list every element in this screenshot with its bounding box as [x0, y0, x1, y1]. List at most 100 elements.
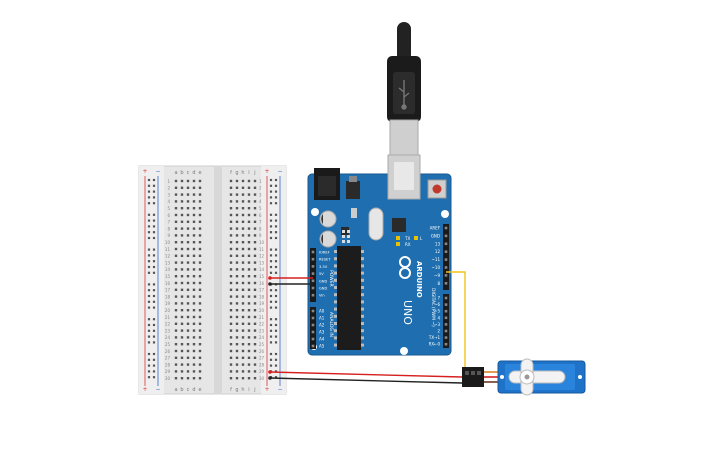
- rail-hole[interactable]: [274, 329, 278, 332]
- breadboard-hole[interactable]: [192, 193, 196, 196]
- rail-hole[interactable]: [152, 260, 156, 263]
- rail-hole[interactable]: [147, 184, 151, 187]
- rail-hole[interactable]: [152, 213, 156, 216]
- header-pin[interactable]: [311, 265, 315, 268]
- breadboard-hole[interactable]: [198, 268, 202, 271]
- breadboard-hole[interactable]: [235, 275, 239, 278]
- rail-hole[interactable]: [152, 341, 156, 344]
- rail-hole[interactable]: [147, 323, 151, 327]
- breadboard-hole[interactable]: [235, 363, 239, 366]
- breadboard-hole[interactable]: [174, 207, 178, 210]
- breadboard-hole[interactable]: [174, 288, 178, 291]
- breadboard-hole[interactable]: [235, 207, 239, 210]
- breadboard-hole[interactable]: [229, 281, 233, 285]
- breadboard-hole[interactable]: [241, 309, 245, 312]
- breadboard-hole[interactable]: [174, 254, 178, 257]
- breadboard-hole[interactable]: [241, 207, 245, 210]
- breadboard-hole[interactable]: [241, 322, 245, 325]
- rail-hole[interactable]: [269, 300, 273, 303]
- rail-hole[interactable]: [269, 335, 273, 338]
- header-pin[interactable]: [311, 309, 315, 313]
- breadboard-hole[interactable]: [229, 186, 233, 189]
- breadboard-hole[interactable]: [192, 207, 196, 210]
- breadboard-hole[interactable]: [192, 363, 196, 366]
- rail-hole[interactable]: [269, 358, 273, 361]
- rail-hole[interactable]: [147, 329, 151, 332]
- breadboard-hole[interactable]: [192, 254, 196, 257]
- breadboard-hole[interactable]: [253, 363, 257, 366]
- breadboard-hole[interactable]: [241, 363, 245, 366]
- header-pin[interactable]: [311, 250, 315, 254]
- breadboard-hole[interactable]: [241, 268, 245, 271]
- breadboard-hole[interactable]: [229, 309, 233, 312]
- breadboard-hole[interactable]: [247, 315, 251, 319]
- rail-hole[interactable]: [269, 225, 273, 228]
- breadboard-hole[interactable]: [241, 370, 245, 373]
- breadboard-hole[interactable]: [186, 336, 190, 339]
- header-pin[interactable]: [311, 293, 315, 297]
- breadboard-hole[interactable]: [247, 288, 251, 291]
- rail-hole[interactable]: [269, 323, 273, 327]
- breadboard-hole[interactable]: [229, 295, 233, 298]
- header-pin[interactable]: [311, 330, 315, 334]
- breadboard-hole[interactable]: [241, 247, 245, 251]
- breadboard-hole[interactable]: [198, 200, 202, 203]
- header-pin[interactable]: [311, 272, 315, 275]
- breadboard-hole[interactable]: [229, 363, 233, 366]
- breadboard-hole[interactable]: [235, 220, 239, 223]
- rail-hole[interactable]: [274, 376, 278, 379]
- breadboard-hole[interactable]: [180, 309, 184, 312]
- breadboard-hole[interactable]: [180, 254, 184, 257]
- rail-hole[interactable]: [274, 254, 278, 257]
- wire-servo-ground[interactable]: [269, 377, 463, 384]
- wire-servo-power[interactable]: [269, 371, 463, 378]
- breadboard-hole[interactable]: [253, 268, 257, 271]
- rail-hole[interactable]: [152, 265, 156, 269]
- breadboard-hole[interactable]: [192, 356, 196, 359]
- rail-hole[interactable]: [152, 318, 156, 321]
- usb-cable[interactable]: [387, 22, 421, 157]
- rail-hole[interactable]: [269, 254, 273, 257]
- breadboard-hole[interactable]: [247, 322, 251, 325]
- rail-hole[interactable]: [147, 219, 151, 222]
- header-pin[interactable]: [444, 336, 448, 339]
- breadboard-hole[interactable]: [174, 275, 178, 278]
- breadboard-hole[interactable]: [192, 343, 196, 346]
- breadboard-hole[interactable]: [253, 241, 257, 244]
- breadboard-hole[interactable]: [229, 377, 233, 380]
- rail-hole[interactable]: [152, 248, 156, 251]
- arduino-uno-board[interactable]: TX RX L ARDUINO UNO DIGITAL (PWM ~) POWE…: [307, 154, 452, 356]
- breadboard-hole[interactable]: [174, 268, 178, 271]
- breadboard-hole[interactable]: [186, 193, 190, 196]
- header-pin[interactable]: [311, 279, 315, 283]
- breadboard-hole[interactable]: [253, 261, 257, 264]
- breadboard-hole[interactable]: [241, 275, 245, 278]
- breadboard-hole[interactable]: [229, 336, 233, 339]
- breadboard-hole[interactable]: [253, 322, 257, 325]
- rail-hole[interactable]: [152, 202, 156, 205]
- rail-hole[interactable]: [274, 370, 278, 373]
- rail-hole[interactable]: [274, 300, 278, 303]
- breadboard-hole[interactable]: [235, 281, 239, 285]
- breadboard-hole[interactable]: [241, 315, 245, 319]
- breadboard-hole[interactable]: [241, 200, 245, 203]
- breadboard-hole[interactable]: [247, 302, 251, 305]
- breadboard-hole[interactable]: [198, 322, 202, 325]
- breadboard-hole[interactable]: [235, 179, 239, 183]
- breadboard-hole[interactable]: [192, 227, 196, 230]
- rail-hole[interactable]: [269, 341, 273, 344]
- breadboard-hole[interactable]: [174, 315, 178, 319]
- rail-hole[interactable]: [152, 370, 156, 373]
- breadboard-hole[interactable]: [253, 213, 257, 217]
- breadboard-hole[interactable]: [247, 275, 251, 278]
- breadboard-hole[interactable]: [186, 254, 190, 257]
- breadboard-hole[interactable]: [192, 370, 196, 373]
- breadboard-hole[interactable]: [192, 349, 196, 353]
- breadboard-hole[interactable]: [241, 336, 245, 339]
- breadboard-hole[interactable]: [247, 227, 251, 230]
- rail-hole[interactable]: [274, 358, 278, 361]
- breadboard-hole[interactable]: [180, 227, 184, 230]
- rail-hole[interactable]: [269, 178, 273, 182]
- rail-hole[interactable]: [152, 323, 156, 327]
- breadboard-hole[interactable]: [241, 213, 245, 217]
